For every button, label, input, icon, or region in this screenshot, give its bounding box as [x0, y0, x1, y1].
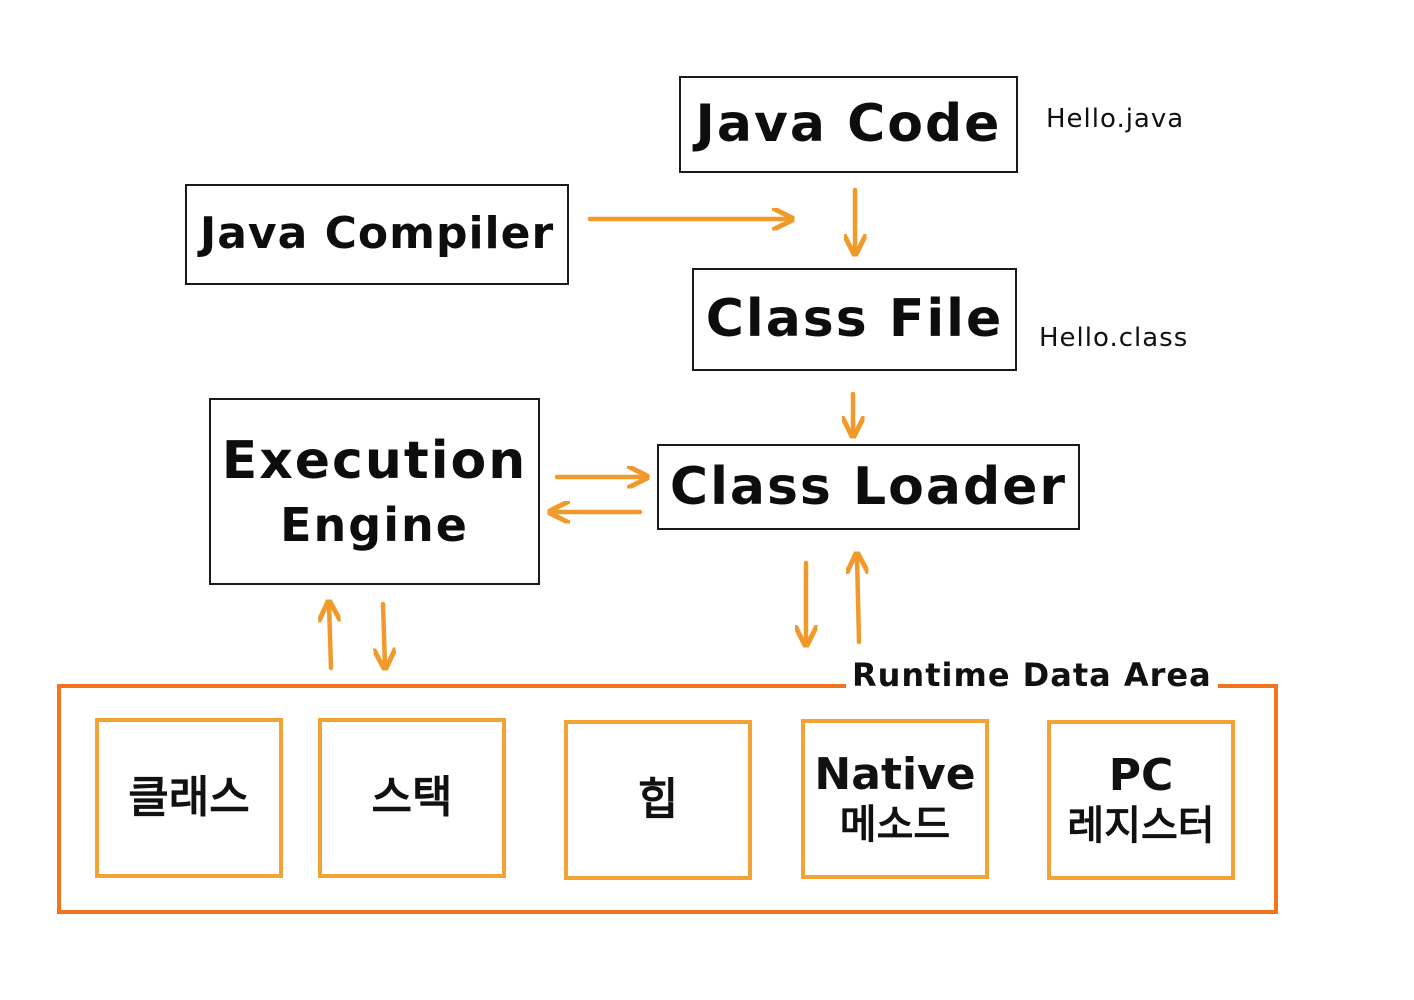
- runtime-data-area: [57, 684, 1278, 914]
- arrow-engine-to-runtime: [383, 601, 385, 666]
- class-loader-label: Class Loader: [669, 456, 1068, 517]
- runtime-cell-class-line1: 클래스: [128, 771, 250, 823]
- runtime-cell-heap-line1: 힙: [637, 773, 679, 825]
- execution-engine-box: Execution Engine: [209, 398, 540, 585]
- runtime-cell-stack-line1: 스택: [371, 771, 453, 823]
- class-loader-box: Class Loader: [657, 444, 1080, 530]
- arrow-runtime-to-loader: [857, 556, 859, 645]
- java-file-note: Hello.java: [1046, 104, 1185, 134]
- runtime-cell-native-method: Native 메소드: [801, 719, 989, 879]
- java-compiler-box: Java Compiler: [185, 184, 569, 285]
- arrow-runtime-to-engine: [329, 604, 331, 671]
- execution-engine-line1: Execution: [221, 431, 528, 492]
- runtime-cell-heap: 힙: [564, 720, 752, 880]
- class-file-label: Class File: [705, 289, 1004, 350]
- class-file-box: Class File: [692, 268, 1017, 371]
- java-code-label: Java Code: [695, 94, 1002, 155]
- execution-engine-line2: Engine: [280, 497, 469, 552]
- runtime-cell-stack: 스택: [318, 718, 506, 878]
- java-compiler-label: Java Compiler: [199, 208, 555, 260]
- java-code-box: Java Code: [679, 76, 1018, 173]
- runtime-cell-pc-register: PC 레지스터: [1047, 720, 1235, 880]
- runtime-cell-class: 클래스: [95, 718, 283, 878]
- runtime-cell-pc-register-line2: 레지스터: [1067, 803, 1215, 850]
- runtime-cell-pc-register-line1: PC: [1108, 749, 1174, 801]
- runtime-cell-native-method-line2: 메소드: [839, 802, 951, 849]
- runtime-data-area-label: Runtime Data Area: [846, 656, 1218, 694]
- runtime-cell-native-method-line1: Native: [814, 748, 976, 800]
- class-file-note: Hello.class: [1039, 323, 1189, 353]
